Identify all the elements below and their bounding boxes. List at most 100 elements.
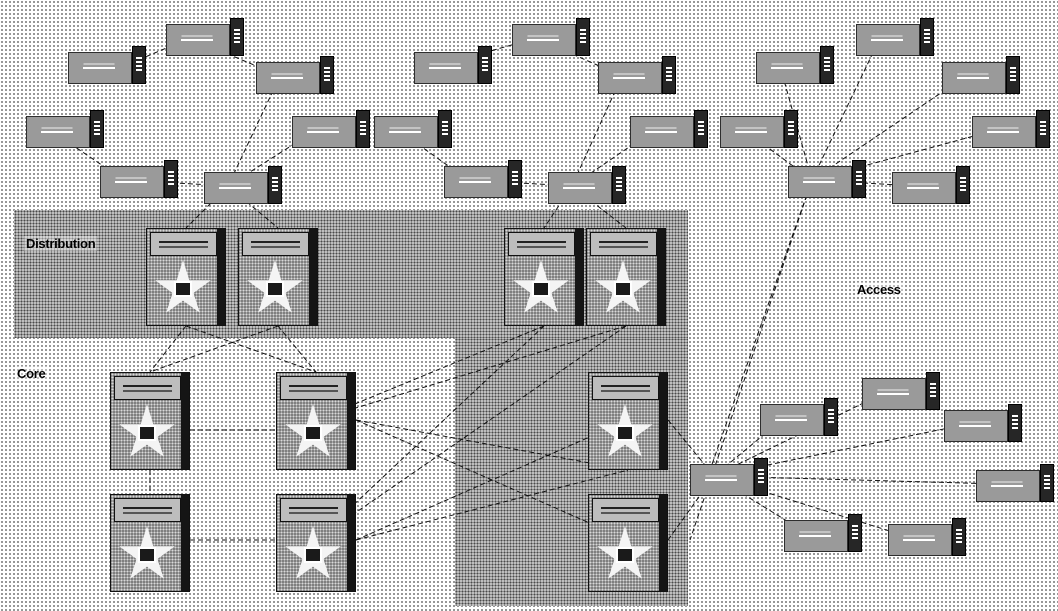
chassis-core [616,547,634,563]
multilayer-switch-icon [110,372,190,470]
chassis-top [242,232,309,256]
link-line [355,419,629,541]
switch-side [612,166,626,204]
switch-front [888,524,952,556]
workgroup-switch-icon [976,464,1058,504]
multilayer-switch-icon [146,228,226,326]
workgroup-switch-icon [720,110,802,150]
chassis-side [347,373,355,469]
link-line [743,129,813,181]
switch-side [662,56,676,94]
switch-front [788,166,852,198]
link-line [277,325,317,373]
workgroup-switch-icon [856,18,938,58]
link-line [185,325,317,373]
switch-side [320,56,334,94]
workgroup-switch-icon [100,160,182,200]
chassis-top [592,376,659,400]
workgroup-switch-icon [760,398,842,438]
workgroup-switch-icon [166,18,248,58]
workgroup-switch-icon [292,110,374,150]
chassis-side [217,229,225,325]
chassis-side [347,495,355,591]
chassis-side [575,229,583,325]
chassis-core [532,281,550,297]
multilayer-switch-icon [588,494,668,592]
switch-side [1040,464,1054,502]
link-line [811,75,967,181]
workgroup-switch-icon [512,18,594,58]
workgroup-switch-icon [414,46,496,86]
workgroup-switch-icon [256,56,338,96]
multilayer-switch-icon [110,494,190,592]
switch-front [942,62,1006,94]
workgroup-switch-icon [942,56,1024,96]
switch-front [444,166,508,198]
switch-front [892,172,956,204]
switch-front [204,172,268,204]
switch-front [166,24,230,56]
workgroup-switch-icon [972,110,1054,150]
core-label: Core [15,366,48,381]
link-line [315,325,545,421]
workgroup-switch-icon [630,110,712,150]
workgroup-switch-icon [862,372,944,412]
switch-front [548,172,612,204]
workgroup-switch-icon [788,160,870,200]
link-line [315,325,627,421]
workgroup-switch-icon [204,166,286,206]
switch-front [100,166,164,198]
workgroup-switch-icon [944,404,1026,444]
chassis-core [138,425,156,441]
distribution-label: Distribution [24,236,98,251]
chassis-side [309,229,317,325]
switch-side [164,160,178,198]
switch-side [956,166,970,204]
switch-side [132,46,146,84]
switch-front [26,116,90,148]
chassis-top [280,498,347,522]
chassis-side [181,373,189,469]
chassis-top [114,376,181,400]
chassis-top [150,232,217,256]
multilayer-switch-icon [238,228,318,326]
switch-side [230,18,244,56]
switch-front [690,464,754,496]
chassis-side [181,495,189,591]
workgroup-switch-icon [756,46,838,86]
chassis-top [280,376,347,400]
switch-front [598,62,662,94]
switch-side [508,160,522,198]
switch-front [256,62,320,94]
chassis-core [616,425,634,441]
link-line [149,325,279,373]
multilayer-switch-icon [586,228,666,326]
switch-front [756,52,820,84]
switch-side [478,46,492,84]
chassis-top [114,498,181,522]
switch-side [356,110,370,148]
chassis-top [592,498,659,522]
switch-front [856,24,920,56]
workgroup-switch-icon [784,514,866,554]
switch-side [268,166,282,204]
switch-front [292,116,356,148]
switch-side [952,518,966,556]
workgroup-switch-icon [444,160,526,200]
workgroup-switch-icon [374,110,456,150]
chassis-core [138,547,156,563]
chassis-core [266,281,284,297]
multilayer-switch-icon [504,228,584,326]
switch-front [720,116,784,148]
workgroup-switch-icon [690,458,772,498]
workgroup-switch-icon [68,46,150,86]
switch-front [972,116,1036,148]
access-label: Access [855,282,903,297]
workgroup-switch-icon [598,56,680,96]
workgroup-switch-icon [892,166,974,206]
link-line [355,419,629,471]
switch-side [920,18,934,56]
switch-front [862,378,926,410]
multilayer-switch-icon [588,372,668,470]
switch-side [784,110,798,148]
